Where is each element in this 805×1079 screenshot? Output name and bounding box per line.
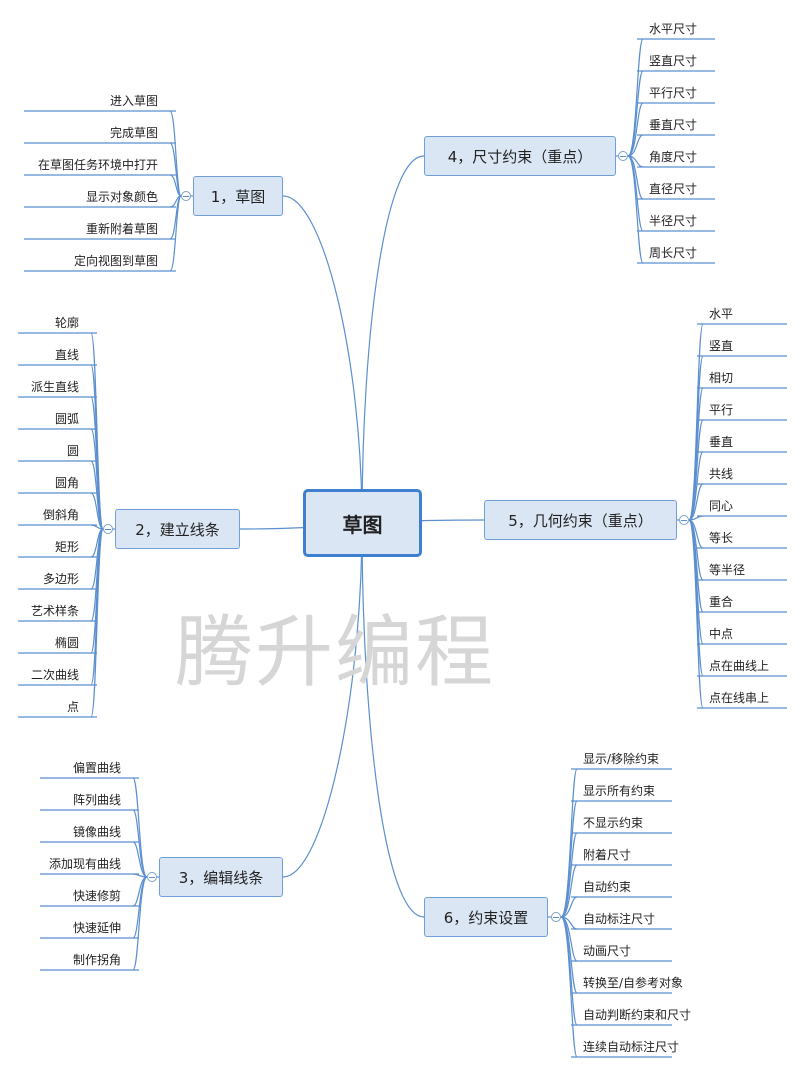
leaf-item[interactable]: 竖直尺寸 (649, 54, 698, 68)
connector-curve (361, 155, 425, 524)
leaf-item[interactable]: 等半径 (709, 563, 746, 577)
leaf-item[interactable]: 点 (66, 700, 79, 714)
leaf-item[interactable]: 派生直线 (30, 380, 79, 394)
leaf-item[interactable]: 半径尺寸 (649, 214, 698, 228)
collapse-toggle-icon[interactable] (551, 912, 561, 922)
leaf-item[interactable]: 多边形 (42, 572, 79, 586)
leaf-item[interactable]: 附着尺寸 (583, 848, 632, 862)
leaf-item[interactable]: 偏置曲线 (72, 761, 121, 775)
leaf-item[interactable]: 轮廓 (54, 316, 79, 330)
leaf-item[interactable]: 阵列曲线 (72, 793, 121, 807)
branch-node-4[interactable]: 4，尺寸约束（重点） (424, 136, 616, 176)
leaf-item[interactable]: 显示所有约束 (583, 784, 656, 798)
leaf-item[interactable]: 自动判断约束和尺寸 (583, 1008, 692, 1022)
connector-curve (169, 174, 182, 197)
connector-curve (560, 800, 578, 918)
leaf-item[interactable]: 艺术样条 (30, 604, 79, 618)
leaf-item[interactable]: 中点 (709, 627, 734, 641)
leaf-item[interactable]: 垂直尺寸 (649, 118, 698, 132)
leaf-item[interactable]: 显示/移除约束 (583, 752, 660, 766)
leaf-item[interactable]: 水平 (709, 307, 734, 321)
leaf-item[interactable]: 点在曲线上 (709, 659, 770, 673)
leaf-item[interactable]: 直线 (54, 348, 79, 362)
leaf-item[interactable]: 竖直 (709, 339, 734, 353)
connector-curve (90, 528, 104, 718)
leaf-item[interactable]: 点在线串上 (709, 691, 770, 705)
leaf-item[interactable]: 添加现有曲线 (48, 857, 121, 871)
leaf-item[interactable]: 定向视图到草图 (73, 254, 158, 268)
collapse-toggle-icon[interactable] (618, 151, 628, 161)
leaf-item[interactable]: 完成草图 (109, 126, 158, 140)
leaf-item[interactable]: 不显示约束 (583, 816, 644, 830)
leaf-item[interactable]: 圆角 (54, 476, 79, 490)
leaf-item[interactable]: 同心 (709, 499, 734, 513)
leaf-item[interactable]: 椭圆 (54, 636, 79, 650)
connector-curve (169, 142, 182, 197)
watermark: 腾升编程 (175, 608, 496, 698)
connector-curve (688, 483, 704, 521)
connector-curve (132, 841, 148, 878)
branch-node-2[interactable]: 2，建立线条 (115, 509, 240, 549)
branch-node-1[interactable]: 1，草图 (193, 176, 283, 216)
connector-curve (688, 519, 704, 709)
branch-node-3[interactable]: 3，编辑线条 (159, 857, 283, 897)
collapse-toggle-icon[interactable] (147, 872, 157, 882)
connector-curve (361, 522, 425, 918)
leaf-item[interactable]: 重新附着草图 (85, 222, 158, 236)
leaf-item[interactable]: 显示对象颜色 (85, 190, 158, 204)
branch-node-6[interactable]: 6，约束设置 (424, 897, 548, 937)
connector-curve (627, 155, 644, 264)
leaf-item[interactable]: 共线 (709, 467, 734, 481)
connector-curve (90, 364, 104, 530)
leaf-item[interactable]: 转换至/自参考对象 (583, 976, 684, 990)
leaf-item[interactable]: 相切 (709, 371, 734, 385)
leaf-item[interactable]: 倒斜角 (42, 508, 79, 522)
connector-curve (560, 864, 578, 918)
leaf-item[interactable]: 制作拐角 (72, 953, 121, 967)
collapse-toggle-icon[interactable] (679, 515, 689, 525)
connector-curve (560, 896, 578, 918)
connector-curve (627, 102, 644, 157)
connector-curve (627, 134, 644, 157)
leaf-item[interactable]: 周长尺寸 (649, 246, 698, 260)
connector-curve (282, 522, 363, 878)
collapse-toggle-icon[interactable] (103, 524, 113, 534)
leaf-item[interactable]: 二次曲线 (30, 668, 79, 682)
branch-node-5[interactable]: 5，几何约束（重点） (484, 500, 677, 540)
leaf-item[interactable]: 圆弧 (54, 412, 79, 426)
leaf-item[interactable]: 自动标注尺寸 (583, 912, 656, 926)
connector-curve (282, 195, 363, 524)
leaf-item[interactable]: 圆 (66, 444, 79, 458)
connector-curve (132, 809, 148, 878)
connector-curve (560, 916, 578, 1058)
connector-curve (169, 195, 182, 272)
connector-curve (627, 38, 644, 157)
leaf-item[interactable]: 平行尺寸 (649, 86, 698, 100)
connector-curve (132, 876, 148, 971)
leaf-item[interactable]: 矩形 (54, 540, 79, 554)
leaf-item[interactable]: 直径尺寸 (649, 182, 698, 196)
connector-curve (90, 492, 104, 530)
leaf-item[interactable]: 水平尺寸 (649, 22, 698, 36)
leaf-item[interactable]: 等长 (709, 531, 734, 545)
center-node[interactable]: 草图 (303, 489, 422, 557)
leaf-item[interactable]: 快速修剪 (72, 889, 121, 903)
leaf-item[interactable]: 自动约束 (583, 880, 632, 894)
leaf-item[interactable]: 垂直 (709, 435, 734, 449)
leaf-item[interactable]: 镜像曲线 (72, 825, 121, 839)
leaf-item[interactable]: 快速延伸 (72, 921, 121, 935)
leaf-item[interactable]: 平行 (709, 403, 734, 417)
collapse-toggle-icon[interactable] (181, 191, 191, 201)
leaf-item[interactable]: 在草图任务环境中打开 (37, 158, 158, 172)
leaf-item[interactable]: 进入草图 (109, 94, 158, 108)
leaf-item[interactable]: 角度尺寸 (649, 150, 698, 164)
leaf-item[interactable]: 动画尺寸 (583, 944, 632, 958)
connector-curve (560, 768, 578, 918)
leaf-item[interactable]: 重合 (709, 595, 734, 609)
leaf-item[interactable]: 连续自动标注尺寸 (583, 1040, 680, 1054)
